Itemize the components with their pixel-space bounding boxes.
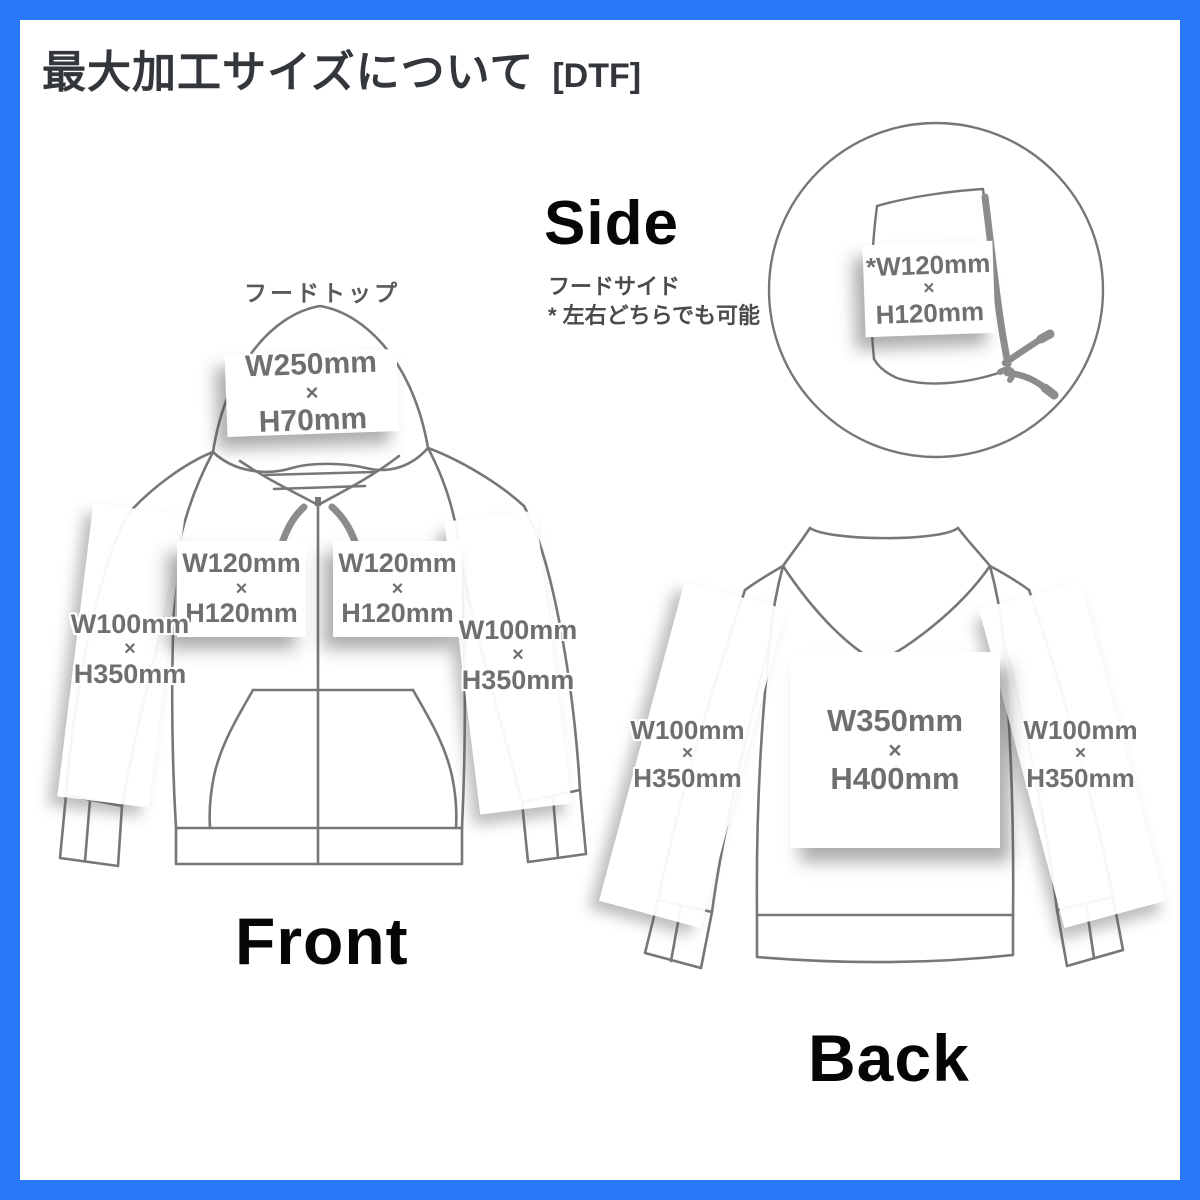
multiply-sign: × [512, 644, 524, 667]
front-cuff-left-rib [83, 798, 92, 863]
height-value: H350mm [73, 659, 187, 690]
height-value: H120mm [185, 598, 298, 629]
front-shoulder-right [426, 446, 526, 508]
back-hem-band [755, 913, 1015, 964]
height-value: H350mm [633, 763, 742, 794]
height-value: H400mm [830, 761, 960, 797]
front-zipper-pull [315, 497, 321, 506]
hood-top-label: フードトップ [244, 280, 400, 306]
back-hood-drape [781, 564, 992, 664]
multiply-sign: × [681, 743, 694, 765]
side-cord-loop [997, 366, 1016, 383]
height-value: H70mm [258, 401, 368, 439]
height-value: H350mm [461, 665, 575, 696]
side-heading: Side [544, 189, 679, 258]
back-shoulder-left [743, 564, 785, 592]
back-shoulder-right [988, 564, 1031, 592]
front-pocket-right [411, 688, 458, 830]
side-note: フードサイド * 左右どちらでも可能 [548, 272, 760, 330]
side-hood-edge-band [981, 193, 1012, 368]
width-value: W120mm [182, 548, 301, 579]
page-title-tag: [DTF] [552, 57, 642, 95]
width-value: W250mm [244, 345, 378, 384]
page-title: 最大加工サイズについて [42, 48, 535, 97]
front-sleeve-left-size: W100mm × H350mm [55, 609, 205, 690]
front-hood-rim [211, 446, 430, 474]
multiply-sign: × [1074, 743, 1087, 765]
height-value: H350mm [1026, 763, 1135, 794]
side-circle [767, 121, 1105, 459]
back-hood-right [956, 526, 992, 568]
front-shoulder-left [126, 450, 215, 516]
back-hood-left [781, 526, 812, 568]
front-cuff-left [58, 793, 124, 868]
back-sleeve-left-size: W100mm × H350mm [615, 716, 760, 792]
multiply-sign: × [124, 638, 136, 661]
width-value: W350mm [826, 703, 964, 739]
front-sleeve-right-size: W100mm × H350mm [443, 615, 593, 696]
back-print-area-size-box: W350mm × H400mm [790, 652, 1000, 848]
front-vneck-right [316, 454, 401, 507]
side-hood-bottom [872, 357, 1009, 385]
front-chest-left-size-box: W120mm × H120mm [177, 541, 306, 637]
side-cord-1-tip [1036, 329, 1055, 344]
side-cord-1 [1001, 335, 1045, 367]
front-neck-fold-1 [262, 470, 376, 477]
height-value: H120mm [341, 598, 454, 629]
width-value: *W120mm [865, 247, 991, 283]
front-vneck-left [238, 459, 320, 507]
back-sleeve-right-size: W100mm × H350mm [1008, 716, 1153, 792]
side-note-line1: フードサイド [548, 274, 681, 299]
front-pocket-left [208, 688, 255, 830]
front-chest-right-size-box: W120mm × H120mm [333, 541, 462, 637]
width-value: W100mm [1023, 715, 1138, 745]
multiply-sign: × [235, 577, 248, 600]
side-hood-size-box: *W120mm × H120mm [862, 240, 996, 338]
front-neck-fold-2 [272, 484, 367, 491]
front-heading: Front [235, 904, 409, 978]
width-value: W100mm [70, 609, 190, 639]
side-note-line2: * 左右どちらでも可能 [548, 303, 761, 328]
side-cord-2-tip [1040, 383, 1059, 400]
height-value: H120mm [875, 296, 985, 330]
side-hood-top [875, 187, 985, 208]
multiply-sign: × [922, 277, 935, 300]
multiply-sign: × [305, 380, 319, 406]
front-cuff-right-rib [551, 795, 560, 860]
width-value: W100mm [630, 715, 745, 745]
multiply-sign: × [888, 736, 902, 763]
width-value: W120mm [338, 548, 457, 579]
page-title-row: 最大加工サイズについて [DTF] [42, 36, 641, 100]
back-collar-top [808, 526, 960, 540]
back-heading: Back [808, 1021, 970, 1095]
width-value: W100mm [458, 615, 578, 645]
multiply-sign: × [391, 577, 404, 600]
side-hood-details [981, 193, 1059, 400]
front-hood-top-size-box: W250mm × H70mm [224, 345, 400, 439]
